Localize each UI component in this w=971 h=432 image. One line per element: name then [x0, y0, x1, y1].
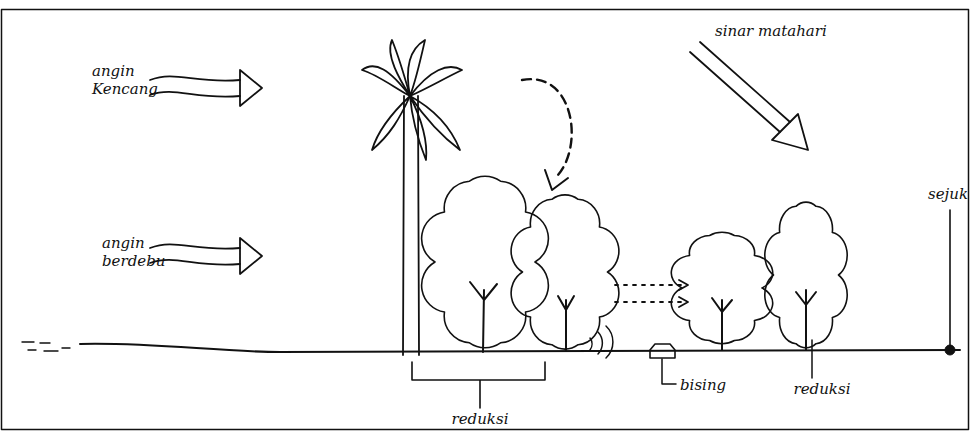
sunlight-arrow — [690, 42, 808, 150]
tree-trunk — [558, 296, 574, 350]
cool-indicator-dot — [945, 345, 955, 355]
leader-line — [662, 359, 676, 384]
tree-crown — [422, 176, 549, 347]
car-symbol — [650, 344, 675, 358]
frame — [2, 10, 969, 430]
label-text: sinar matahari — [715, 22, 875, 40]
ground-line — [80, 344, 960, 352]
label-text: reduksi — [440, 410, 520, 428]
bracket — [412, 362, 545, 408]
airflow-arrow-head — [545, 170, 568, 190]
tree-trunk — [712, 298, 732, 350]
dusty-wind-arrow — [150, 238, 262, 274]
label-text: angin berdebu — [102, 234, 182, 270]
label-text: reduksi — [782, 380, 862, 398]
water — [22, 342, 70, 351]
airflow-arrow — [522, 79, 572, 178]
tree-trunk — [470, 282, 497, 352]
label-text: sejuk — [928, 185, 971, 203]
tree-trunk — [796, 290, 816, 350]
label-text: bising — [680, 376, 760, 394]
noise-waves — [590, 326, 613, 358]
tree-crown — [511, 195, 619, 349]
leader-line — [811, 340, 813, 378]
wind-arrow — [150, 70, 262, 106]
label-text: angin Kencang — [92, 62, 172, 98]
cool-indicator — [949, 210, 951, 348]
